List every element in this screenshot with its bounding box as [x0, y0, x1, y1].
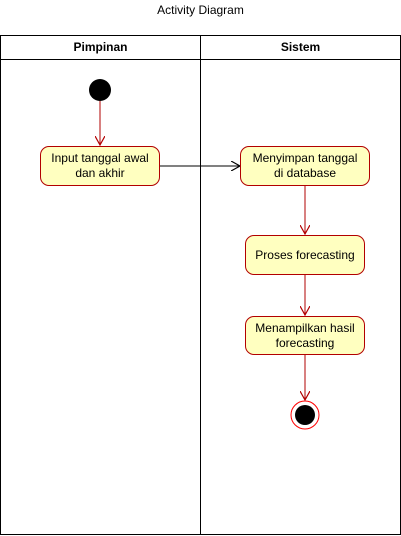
activity-input-tanggal: Input tanggal awal dan akhir: [40, 146, 160, 186]
diagram-title: Activity Diagram: [157, 3, 244, 17]
swimlane-header-pimpinan: Pimpinan: [1, 36, 200, 60]
activity-menyimpan-tanggal: Menyimpan tanggal di database: [240, 146, 370, 186]
activity-proses-forecasting: Proses forecasting: [245, 235, 365, 275]
final-node-core: [295, 405, 315, 425]
initial-node: [89, 79, 111, 101]
activity-menampilkan-hasil: Menampilkan hasil forecasting: [245, 316, 365, 355]
swimlane-header-sistem: Sistem: [201, 36, 400, 60]
